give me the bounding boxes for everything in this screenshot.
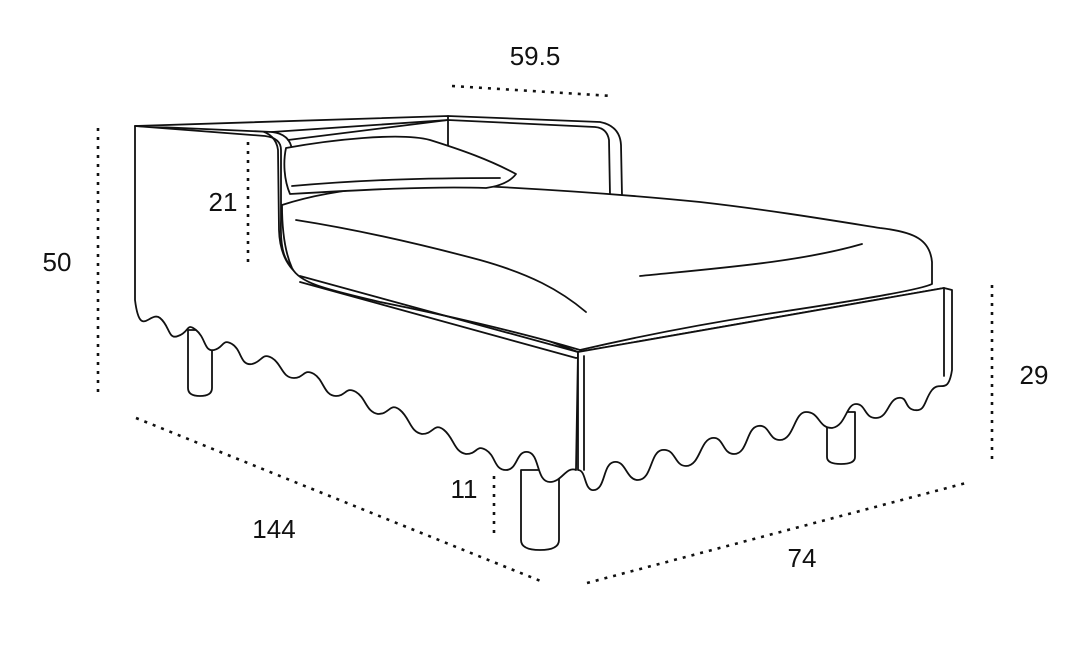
pillow <box>283 135 517 195</box>
total-height-label: 50 <box>43 247 72 277</box>
headboard-width-dim-line <box>451 84 613 98</box>
rail-height-label: 21 <box>209 187 238 217</box>
foot-panel <box>577 287 953 491</box>
length-dim-line <box>135 416 544 584</box>
mattress-crease <box>639 243 863 277</box>
mattress <box>281 183 933 351</box>
length-label: 144 <box>252 514 295 544</box>
dimension-labels: 59.5 50 21 29 11 144 74 <box>43 41 1049 573</box>
mattress-fold-line <box>295 219 587 313</box>
pillow-edge <box>291 177 501 187</box>
dimension-lines <box>96 84 994 585</box>
headboard-top <box>287 119 449 141</box>
leg-height-label: 11 <box>451 474 478 504</box>
headboard-width-label: 59.5 <box>510 41 561 71</box>
front-left-leg <box>520 469 560 551</box>
width-label: 74 <box>788 543 817 573</box>
width-dim-line <box>586 481 967 585</box>
footboard-height-label: 29 <box>1020 360 1049 390</box>
